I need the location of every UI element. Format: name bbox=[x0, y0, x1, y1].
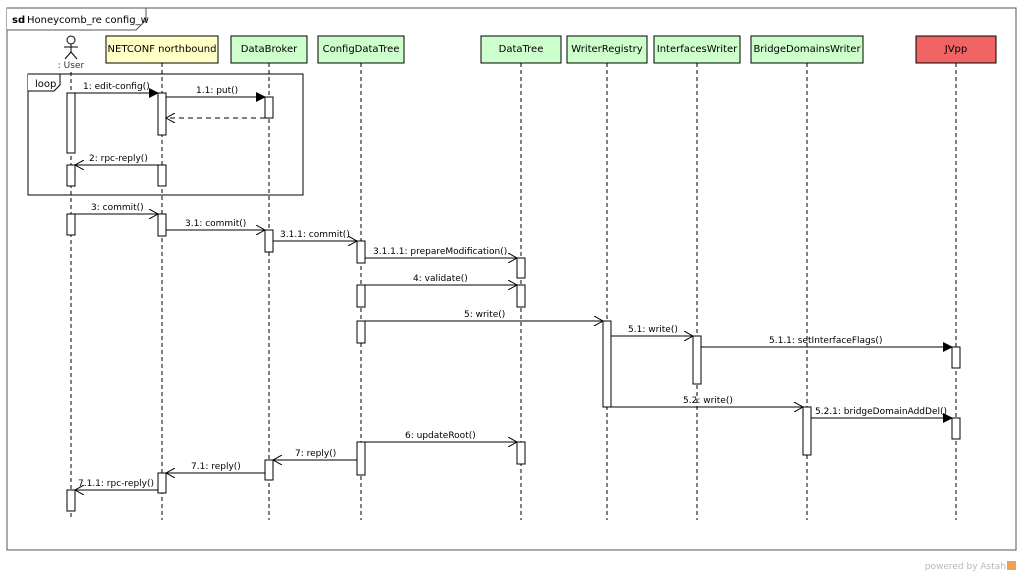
message-1-1[interactable]: 1.1: put() bbox=[166, 86, 266, 102]
message-label: 2: rpc-reply() bbox=[89, 154, 148, 164]
frame-title-tab bbox=[7, 7, 147, 31]
activation-bars bbox=[66, 92, 961, 512]
actor-user[interactable]: : User bbox=[58, 35, 85, 71]
message-label: 1: edit-config() bbox=[83, 82, 150, 92]
activation-bar bbox=[157, 92, 167, 136]
message-5-2-1[interactable]: 5.2.1: bridgeDomainAddDel() bbox=[811, 407, 953, 423]
participant-label: JVpp bbox=[944, 44, 968, 55]
diagram-frame bbox=[6, 7, 1017, 551]
message-5-1[interactable]: 5.1: write() bbox=[611, 325, 693, 336]
activation-bar bbox=[356, 240, 366, 264]
message-4[interactable]: 4: validate() bbox=[365, 274, 517, 285]
activation-bar bbox=[356, 441, 366, 476]
message-label: 7.1: reply() bbox=[191, 462, 241, 472]
message-3[interactable]: 3: commit() bbox=[75, 203, 158, 214]
loop-fragment: loop bbox=[27, 73, 304, 196]
activation-bar bbox=[516, 257, 526, 279]
message-7-1[interactable]: 7.1: reply() bbox=[166, 462, 265, 473]
participant-bridgedomainswriter[interactable]: BridgeDomainsWriter bbox=[750, 35, 864, 64]
participant-label: ConfigDataTree bbox=[323, 44, 400, 55]
participant-datatree[interactable]: DataTree bbox=[480, 35, 562, 64]
lifelines bbox=[70, 63, 957, 520]
message-7[interactable]: 7: reply() bbox=[273, 449, 357, 460]
participant-jvpp[interactable]: JVpp bbox=[915, 35, 997, 64]
activation-bar bbox=[157, 164, 167, 187]
participant-writerregistry[interactable]: WriterRegistry bbox=[566, 35, 648, 64]
participant-label: WriterRegistry bbox=[571, 44, 643, 55]
astah-logo-icon bbox=[1007, 561, 1016, 570]
message-label: 3: commit() bbox=[91, 203, 144, 213]
message-5-2[interactable]: 5.2: write() bbox=[611, 396, 803, 407]
message-label: 3.1: commit() bbox=[185, 219, 246, 229]
message-7-1-1[interactable]: 7.1.1: rpc-reply() bbox=[75, 479, 158, 490]
activation-bar bbox=[951, 346, 961, 369]
frame-title: Honeycomb_re config_w bbox=[27, 15, 149, 26]
participant-label: DataTree bbox=[499, 44, 544, 55]
activation-bar bbox=[802, 406, 812, 456]
stick-figure-icon bbox=[64, 35, 78, 60]
activation-bar bbox=[157, 472, 167, 494]
watermark-text: powered by Astah bbox=[924, 562, 1006, 572]
activation-bar bbox=[66, 92, 76, 154]
participant-label: DataBroker bbox=[241, 44, 298, 55]
activation-bar bbox=[66, 213, 76, 236]
message-label: 5.1.1: setInterfaceFlags() bbox=[769, 336, 882, 346]
activation-bar bbox=[157, 213, 167, 237]
message-3-1-1-1[interactable]: 3.1.1.1: prepareModification() bbox=[365, 247, 517, 258]
message-2[interactable]: 2: rpc-reply() bbox=[75, 154, 158, 165]
message-label: 5.1: write() bbox=[628, 325, 678, 335]
activation-bar bbox=[356, 320, 366, 344]
message-label: 5.2.1: bridgeDomainAddDel() bbox=[815, 407, 947, 417]
activation-bar bbox=[516, 441, 526, 465]
message-label: 1.1: put() bbox=[196, 86, 238, 96]
activation-bar bbox=[356, 284, 366, 308]
message-5-1-1[interactable]: 5.1.1: setInterfaceFlags() bbox=[701, 336, 953, 352]
participant-label: InterfacesWriter bbox=[657, 44, 738, 55]
message-5[interactable]: 5: write() bbox=[365, 310, 603, 321]
message-label: 4: validate() bbox=[413, 274, 468, 284]
message-label: 5.2: write() bbox=[683, 396, 733, 406]
message-3-1-1[interactable]: 3.1.1: commit() bbox=[273, 230, 357, 241]
message-label: 3.1.1.1: prepareModification() bbox=[373, 247, 507, 257]
message-label: 3.1.1: commit() bbox=[280, 230, 350, 240]
frame-keyword: sd bbox=[12, 15, 25, 26]
activation-bar bbox=[951, 417, 961, 440]
fragment-operator: loop bbox=[35, 79, 56, 90]
message-3-1[interactable]: 3.1: commit() bbox=[166, 219, 265, 230]
participant-label: NETCONF northbound bbox=[108, 44, 217, 55]
participant-interfaceswriter[interactable]: InterfacesWriter bbox=[653, 35, 741, 64]
activation-bar bbox=[66, 164, 76, 187]
participant-netconf[interactable]: NETCONF northbound bbox=[105, 35, 219, 64]
participant-configdatatree[interactable]: ConfigDataTree bbox=[317, 35, 405, 64]
activation-bar bbox=[602, 320, 612, 408]
activation-bar bbox=[264, 96, 274, 119]
message-1[interactable]: 1: edit-config() bbox=[75, 82, 159, 98]
participant-databroker[interactable]: DataBroker bbox=[230, 35, 308, 64]
participant-label: BridgeDomainsWriter bbox=[753, 44, 861, 55]
message-label: 5: write() bbox=[464, 310, 505, 320]
activation-bar bbox=[692, 335, 702, 385]
activation-bar bbox=[66, 489, 76, 512]
activation-bar bbox=[264, 229, 274, 253]
activation-bar bbox=[516, 284, 526, 308]
message-label: 7.1.1: rpc-reply() bbox=[78, 479, 154, 489]
watermark: powered by Astah bbox=[925, 561, 1016, 572]
message-6[interactable]: 6: updateRoot() bbox=[365, 431, 517, 442]
actor-label: : User bbox=[58, 61, 85, 71]
message-label: 7: reply() bbox=[295, 449, 336, 459]
activation-bar bbox=[264, 459, 274, 481]
message-label: 6: updateRoot() bbox=[405, 431, 476, 441]
